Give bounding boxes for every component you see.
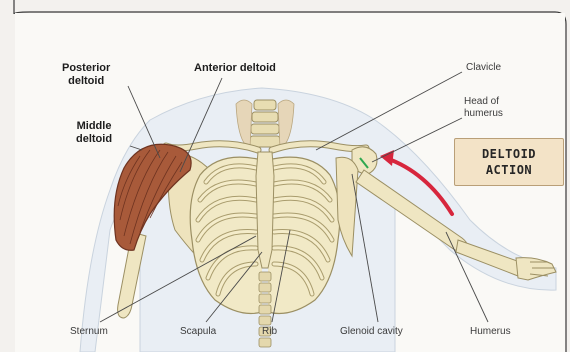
label-head-line-2: humerus [464, 108, 503, 120]
label-head-line-1: Head of [464, 96, 503, 108]
label-sternum: Sternum [70, 326, 108, 338]
deltoid-action-box: DELTOID ACTION [454, 138, 564, 186]
label-head-of-humerus: Head of humerus [464, 96, 503, 120]
action-box-line-2: ACTION [486, 162, 532, 178]
label-rib: Rib [262, 326, 277, 338]
label-clavicle: Clavicle [466, 62, 501, 74]
label-middle-deltoid: Middle deltoid [76, 120, 112, 146]
action-box-line-1: DELTOID [482, 146, 536, 162]
label-scapula: Scapula [180, 326, 216, 338]
label-posterior-line-1: Posterior [62, 62, 110, 75]
label-anterior-deltoid: Anterior deltoid [194, 62, 276, 75]
label-posterior-line-2: deltoid [62, 75, 110, 88]
label-middle-line-1: Middle [76, 120, 112, 133]
label-middle-line-2: deltoid [76, 133, 112, 146]
sternum [256, 152, 274, 268]
cervical-spine [250, 100, 280, 147]
label-glenoid-cavity: Glenoid cavity [340, 326, 403, 338]
label-humerus: Humerus [470, 326, 511, 338]
label-posterior-deltoid: Posterior deltoid [62, 62, 110, 88]
